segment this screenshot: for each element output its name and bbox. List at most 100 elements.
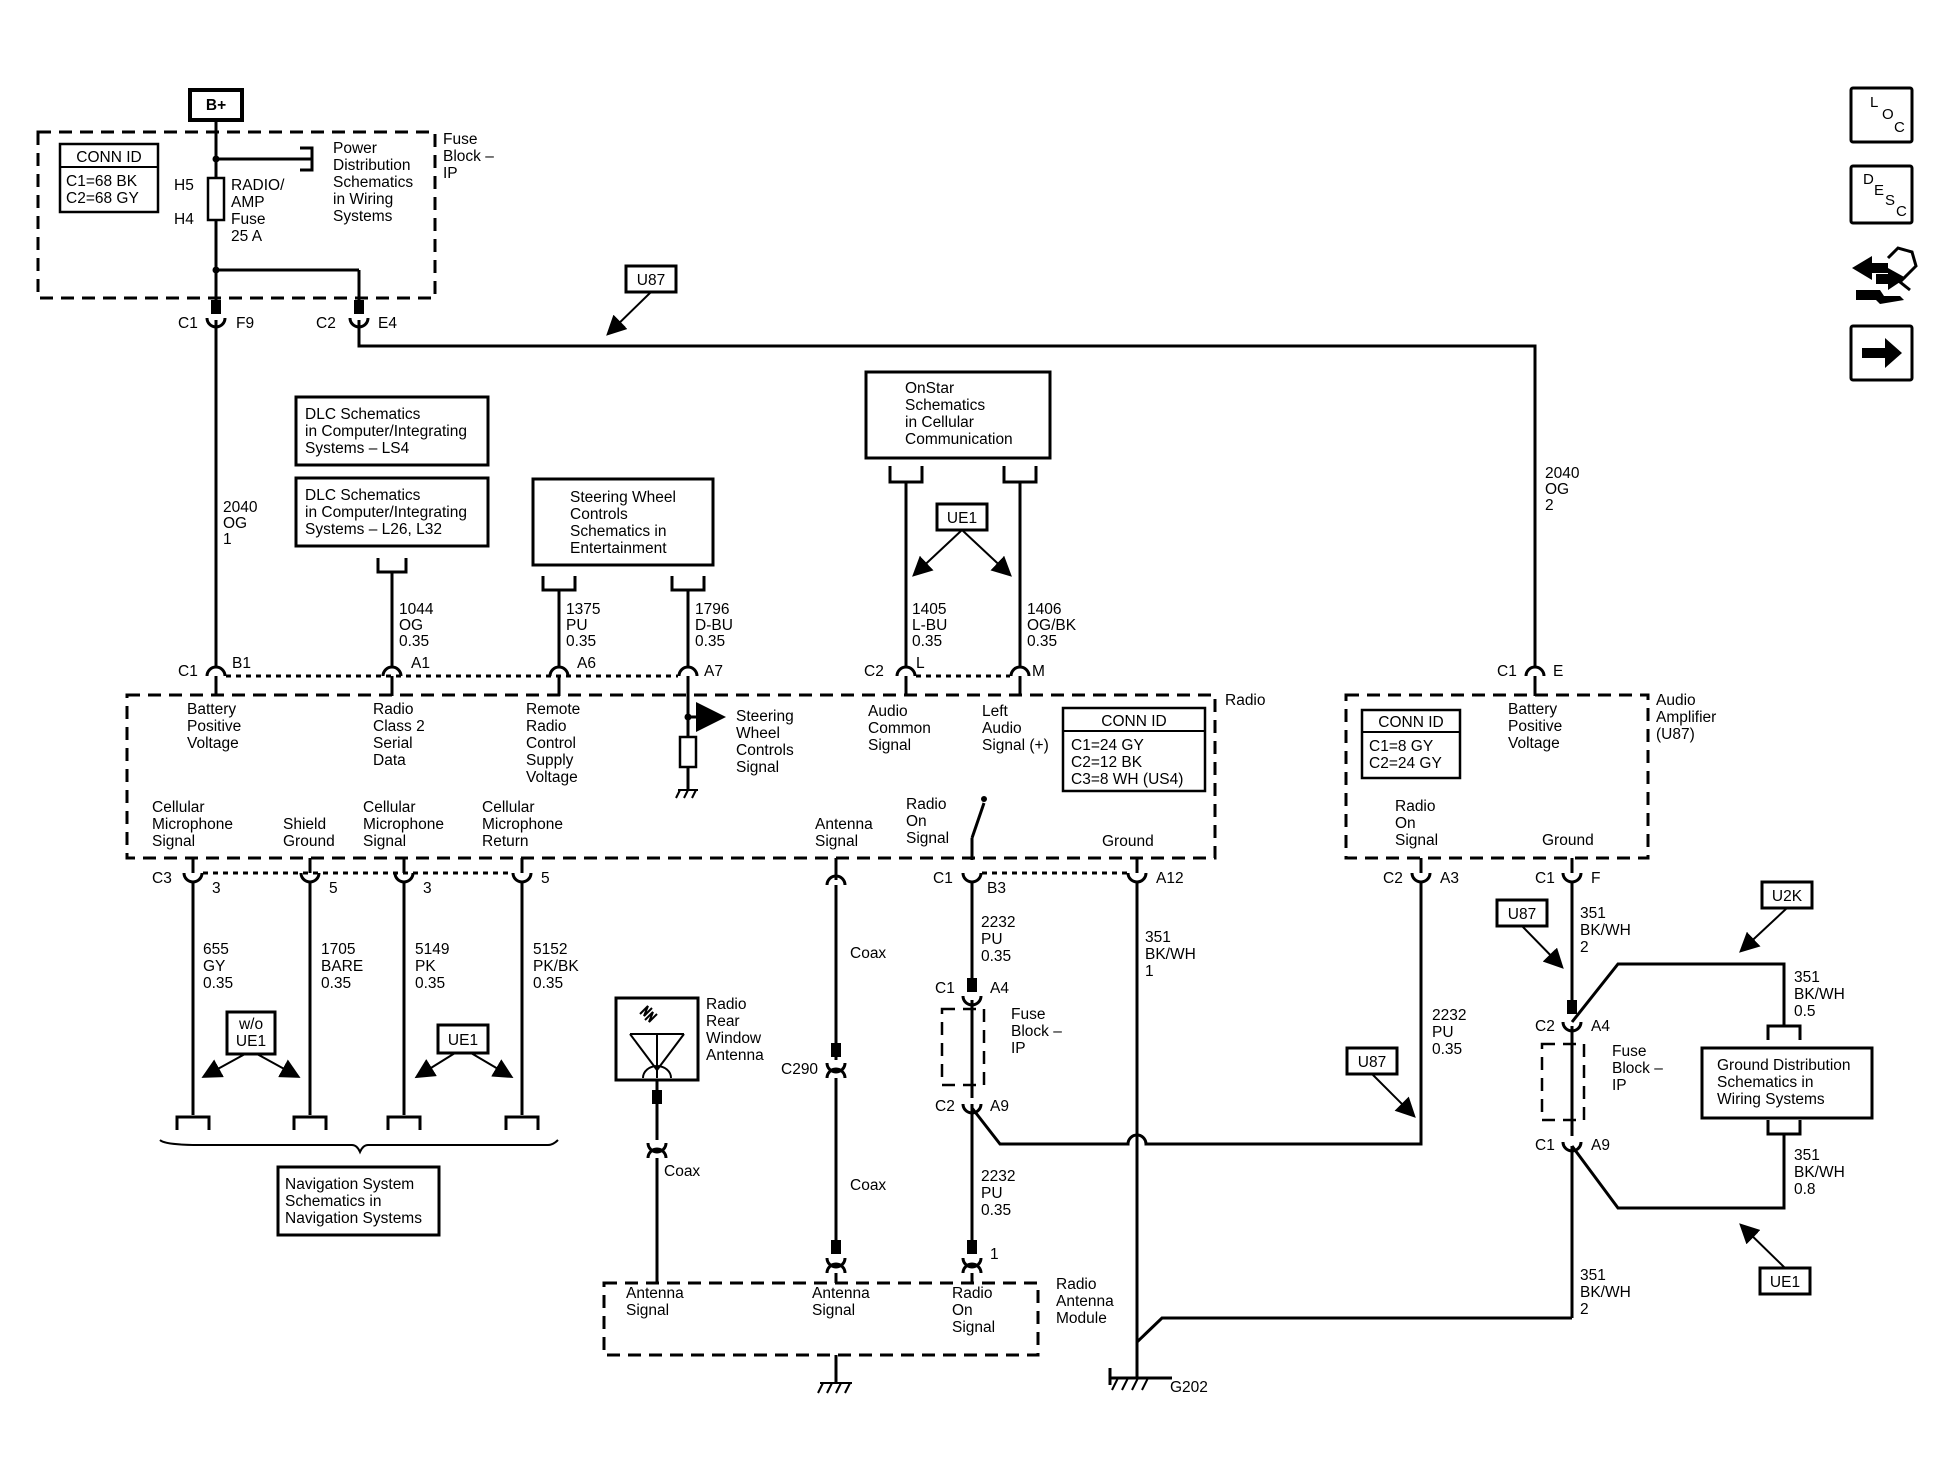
fuse-label: RADIO/ xyxy=(231,177,285,194)
svg-text:C2: C2 xyxy=(935,1098,955,1115)
svg-text:Signal: Signal xyxy=(626,1302,669,1319)
svg-text:Fuse: Fuse xyxy=(1612,1043,1646,1060)
h4-label: H4 xyxy=(174,211,194,228)
svg-text:351: 351 xyxy=(1580,905,1606,922)
svg-text:Signal: Signal xyxy=(812,1302,855,1319)
connector-tool-icon[interactable] xyxy=(1852,246,1918,304)
svg-text:Communication: Communication xyxy=(905,431,1013,448)
cell-mic-signal-1: Cellular xyxy=(152,799,205,816)
svg-text:C1: C1 xyxy=(1497,663,1517,680)
svg-text:351: 351 xyxy=(1580,1267,1606,1284)
svg-text:2040: 2040 xyxy=(1545,465,1580,482)
next-arrow-icon[interactable] xyxy=(1849,324,1914,382)
svg-text:Schematics in: Schematics in xyxy=(1717,1074,1813,1091)
svg-text:Antenna: Antenna xyxy=(706,1047,764,1064)
svg-text:Radio: Radio xyxy=(1056,1276,1097,1293)
svg-text:Radio: Radio xyxy=(706,996,747,1013)
tag-u2k: U2K xyxy=(1739,880,1814,953)
pin-c2: C2 xyxy=(316,315,336,332)
svg-text:C1: C1 xyxy=(933,870,953,887)
g202-label: G202 xyxy=(1170,1379,1208,1396)
svg-text:O: O xyxy=(1882,106,1894,123)
cell-mic-return: Cellular xyxy=(482,799,535,816)
svg-text:Radio: Radio xyxy=(1395,798,1436,815)
cell-mic-signal-2: Signal xyxy=(363,833,406,850)
conn-id-box-fuse xyxy=(58,142,160,214)
svg-text:A6: A6 xyxy=(577,655,596,672)
shield-ground: Ground xyxy=(283,833,335,850)
dlc-ls4-ref: DLC Schematics in Computer/Integrating S… xyxy=(294,395,490,467)
svg-text:OnStar: OnStar xyxy=(905,380,954,397)
svg-text:1796: 1796 xyxy=(695,601,729,618)
wire-655: 655 xyxy=(203,941,229,958)
radio-on-circuit: 2232 PU 0.35 C1 A4 Fuse Block – IP C2 A9… xyxy=(935,882,1466,1283)
tag-u87-right: U87 xyxy=(1495,898,1564,969)
svg-text:C1: C1 xyxy=(178,663,198,680)
svg-text:Voltage: Voltage xyxy=(1508,735,1560,752)
loc-icon[interactable]: L O C xyxy=(1849,86,1914,144)
remote-supply: Radio xyxy=(526,718,567,735)
left-audio: Signal (+) xyxy=(982,737,1049,754)
audio-common: Common xyxy=(868,720,931,737)
cell-mic-signal-2: Microphone xyxy=(363,816,444,833)
wire-655: 0.35 xyxy=(203,975,233,992)
svg-text:5: 5 xyxy=(329,880,338,897)
svg-text:Schematics: Schematics xyxy=(905,397,985,414)
wire-1705: BARE xyxy=(321,958,363,975)
svg-text:1044: 1044 xyxy=(399,601,434,618)
svg-text:Block –: Block – xyxy=(1612,1060,1663,1077)
wire-1705: 1705 xyxy=(321,941,355,958)
svg-text:CONN ID: CONN ID xyxy=(1378,714,1443,731)
radio-ground-label: Ground xyxy=(1102,833,1154,850)
svg-text:CONN ID: CONN ID xyxy=(1101,713,1166,730)
svg-text:U87: U87 xyxy=(637,272,665,289)
radio-amp-fuse xyxy=(206,176,226,222)
svg-text:Systems – L26, L32: Systems – L26, L32 xyxy=(305,521,442,538)
svg-text:1: 1 xyxy=(990,1246,999,1263)
svg-text:3: 3 xyxy=(423,880,432,897)
cell-mic-signal-1: Signal xyxy=(152,833,195,850)
wire-5149: 0.35 xyxy=(415,975,445,992)
svg-text:C2=24 GY: C2=24 GY xyxy=(1369,755,1442,772)
svg-text:3: 3 xyxy=(212,880,221,897)
class2-serial-data: Serial xyxy=(373,735,413,752)
pin-e4: E4 xyxy=(378,315,397,332)
svg-text:Steering Wheel: Steering Wheel xyxy=(570,489,676,506)
svg-text:Controls: Controls xyxy=(570,506,628,523)
wire-655: GY xyxy=(203,958,225,975)
fuse-block-title-2: Block – xyxy=(443,148,494,165)
svg-text:351: 351 xyxy=(1145,929,1171,946)
antenna-signal: Signal xyxy=(815,833,858,850)
desc-icon[interactable]: D E S C xyxy=(1849,164,1914,225)
battery-positive-voltage: Battery xyxy=(187,701,236,718)
wire-1375: 1375 PU 0.35 xyxy=(566,601,600,650)
left-audio: Audio xyxy=(982,720,1022,737)
svg-text:Entertainment: Entertainment xyxy=(570,540,667,557)
svg-text:0.35: 0.35 xyxy=(912,633,942,650)
svg-text:C1: C1 xyxy=(1535,870,1555,887)
svg-text:Block –: Block – xyxy=(1011,1023,1062,1040)
svg-text:B1: B1 xyxy=(232,655,251,672)
svg-text:Signal: Signal xyxy=(952,1319,995,1336)
svg-text:C1=8 GY: C1=8 GY xyxy=(1369,738,1433,755)
conn-id-box-amp: CONN ID C1=8 GY C2=24 GY xyxy=(1360,708,1462,780)
svg-text:0.35: 0.35 xyxy=(1027,633,1057,650)
coax-label: Coax xyxy=(664,1163,700,1180)
svg-text:PU: PU xyxy=(1432,1024,1454,1041)
wire-5149: PK xyxy=(415,958,436,975)
svg-text:BK/WH: BK/WH xyxy=(1794,986,1845,1003)
svg-text:1375: 1375 xyxy=(566,601,600,618)
wire-5152: PK/BK xyxy=(533,958,579,975)
svg-text:A9: A9 xyxy=(990,1098,1009,1115)
cell-mic-signal-1: Microphone xyxy=(152,816,233,833)
svg-text:Systems – LS4: Systems – LS4 xyxy=(305,440,410,457)
coax-label: Coax xyxy=(850,945,886,962)
svg-text:BK/WH: BK/WH xyxy=(1145,946,1196,963)
shield-ground: Shield xyxy=(283,816,326,833)
radio-top-connectors: C1 B1 A1 A6 A7 C2 L M xyxy=(178,655,1045,712)
power-dist-ref: Schematics xyxy=(333,174,413,191)
svg-text:A7: A7 xyxy=(704,663,723,680)
c290-label: C290 xyxy=(781,1061,818,1078)
fuse-block-title-1: Fuse xyxy=(443,131,477,148)
svg-text:D: D xyxy=(1863,171,1874,188)
